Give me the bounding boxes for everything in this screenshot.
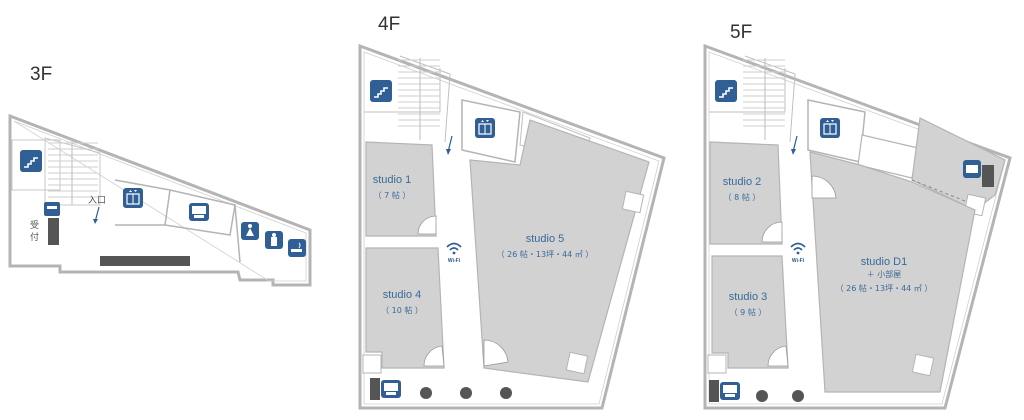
studio-5: studio 5 （ 26 帖・13坪・44 ㎡ ） xyxy=(469,119,650,383)
floor-3f-outline xyxy=(8,113,312,287)
reception-label-1: 受 xyxy=(30,219,39,231)
stairs-icon xyxy=(369,79,393,103)
wifi-label: Wi-Fi xyxy=(792,258,805,264)
smoking-icon xyxy=(288,239,306,257)
floor-4f: 4F studio 1 （ 7 xyxy=(358,14,666,410)
wifi-label: Wi-Fi xyxy=(448,258,461,264)
stairs-icon xyxy=(19,149,43,173)
studio-1: studio 1 （ 7 帖 ） xyxy=(365,141,437,237)
restroom-women-icon xyxy=(241,222,259,240)
stairs-3f xyxy=(11,137,101,206)
studio-4-size: （ 10 帖 ） xyxy=(381,305,423,315)
studio-4-name: studio 4 xyxy=(383,289,422,301)
floor-5f: 5F xyxy=(703,22,1012,410)
studio-5-size: （ 26 帖・13坪・44 ㎡ ） xyxy=(497,249,594,259)
table-dot xyxy=(420,387,432,399)
stairs-5f xyxy=(709,55,796,143)
reception-icon xyxy=(44,202,60,216)
camera-icon xyxy=(963,160,981,178)
studio-d1: studio D1 ＋ 小部屋 （ 26 帖・13坪・44 ㎡ ） xyxy=(809,151,976,393)
vending-machine-icon xyxy=(381,380,401,398)
elevator-icon xyxy=(819,117,841,139)
studio-d1-extra: ＋ 小部屋 xyxy=(867,269,902,279)
wifi-icon xyxy=(790,242,806,255)
table-dot xyxy=(756,390,768,402)
elevator-icon xyxy=(474,117,496,139)
studio-3-size: （ 9 帖 ） xyxy=(730,307,767,317)
studio-d1-size: （ 26 帖・13坪・44 ㎡ ） xyxy=(836,283,933,293)
entrance-label: 入口 xyxy=(88,195,106,206)
studio-4: studio 4 （ 10 帖 ） xyxy=(365,247,445,369)
studio-2-size: （ 8 帖 ） xyxy=(724,192,761,202)
studio-2-name: studio 2 xyxy=(723,176,762,188)
counter-bar xyxy=(100,256,190,266)
studio-d1-name: studio D1 xyxy=(861,256,907,268)
studio-3-name: studio 3 xyxy=(729,291,768,303)
restroom-men-icon xyxy=(265,231,283,249)
studio-3: studio 3 （ 9 帖 ） xyxy=(711,255,789,369)
studio-1-size: （ 7 帖 ） xyxy=(374,190,411,200)
floor-3f: 3F xyxy=(8,64,312,287)
studio-5-name: studio 5 xyxy=(526,233,565,245)
table-dot xyxy=(500,387,512,399)
wifi-icon xyxy=(446,242,462,255)
studio-2: studio 2 （ 8 帖 ） xyxy=(709,141,783,245)
table-dot xyxy=(792,390,804,402)
reception-label-2: 付 xyxy=(30,232,39,243)
table-dot xyxy=(460,387,472,399)
floor-label-5f: 5F xyxy=(730,22,752,43)
stairs-icon xyxy=(714,79,738,103)
vending-machine-icon xyxy=(720,382,740,400)
reception-counter xyxy=(48,218,59,245)
elevator-icon xyxy=(122,187,144,209)
stairs-4f xyxy=(364,55,451,143)
floor-label-3f: 3F xyxy=(30,64,52,85)
vending-machine-icon xyxy=(189,203,209,221)
studio-1-name: studio 1 xyxy=(373,174,412,186)
floor-label-4f: 4F xyxy=(378,14,400,35)
